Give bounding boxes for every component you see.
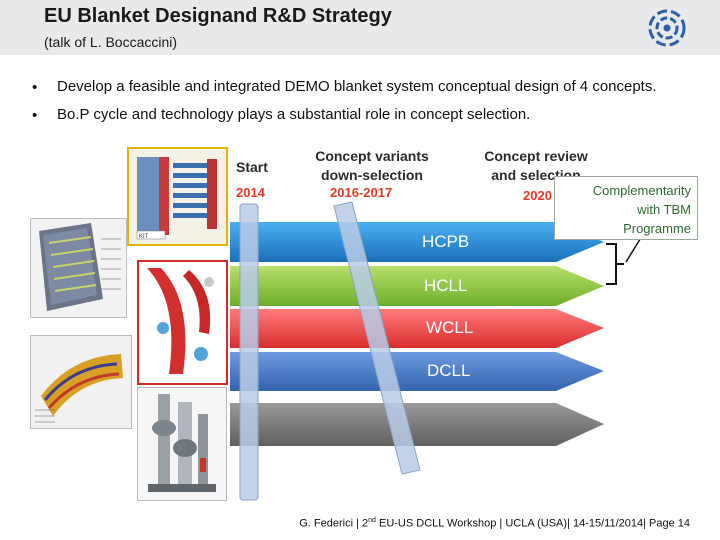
- page-subtitle: (talk of L. Boccaccini): [44, 34, 178, 50]
- hcll-cutaway-image: [30, 218, 127, 318]
- bullet-text-1: Develop a feasible and integrated DEMO b…: [57, 78, 657, 95]
- stage-start-year: 2014: [236, 185, 265, 200]
- stage-review-year: 2020: [523, 188, 552, 203]
- dcll-blanket-image: [30, 335, 132, 429]
- hcll-label: HCLL: [424, 276, 468, 295]
- wcll-label: WCLL: [426, 318, 474, 337]
- hcll-arrow: [230, 266, 604, 306]
- wcll-sector-image: [137, 260, 228, 385]
- grey-arrow: [230, 403, 604, 446]
- header-bar: EU Blanket Designand R&D Strategy (talk …: [0, 0, 720, 55]
- callout-line: [625, 235, 643, 263]
- page-title: EU Blanket Designand R&D Strategy: [44, 5, 392, 27]
- kit-label: KIT: [139, 234, 149, 240]
- bracket-connector: [606, 243, 624, 285]
- start-milestone-bar: [239, 203, 259, 501]
- bullet-text-2: Bo.P cycle and technology plays a substa…: [57, 106, 531, 123]
- complementarity-text: Complementarity with TBM Programme: [592, 183, 691, 236]
- wcll-arrow: [230, 309, 604, 348]
- bullet-marker: •: [32, 79, 38, 96]
- downselection-milestone-bar: [333, 201, 421, 475]
- hcpb-arrow: [230, 222, 604, 262]
- hcpb-module-image: KIT: [127, 147, 228, 246]
- complementarity-callout: Complementarity with TBM Programme: [554, 176, 698, 240]
- hcpb-label: HCPB: [422, 232, 470, 251]
- dcll-label: DCLL: [427, 361, 471, 380]
- stage-downselection-label: Concept variants down-selection: [315, 148, 429, 183]
- bop-plant-image: [137, 387, 227, 501]
- bullet-marker: •: [32, 107, 38, 124]
- dcll-arrow: [230, 352, 604, 391]
- logo-icon: [648, 9, 686, 47]
- footer-citation: G. Federici | 2nd EU-US DCLL Workshop | …: [299, 517, 690, 530]
- stage-start-label: Start: [236, 159, 268, 175]
- stage-downselection-year: 2016-2017: [330, 185, 393, 200]
